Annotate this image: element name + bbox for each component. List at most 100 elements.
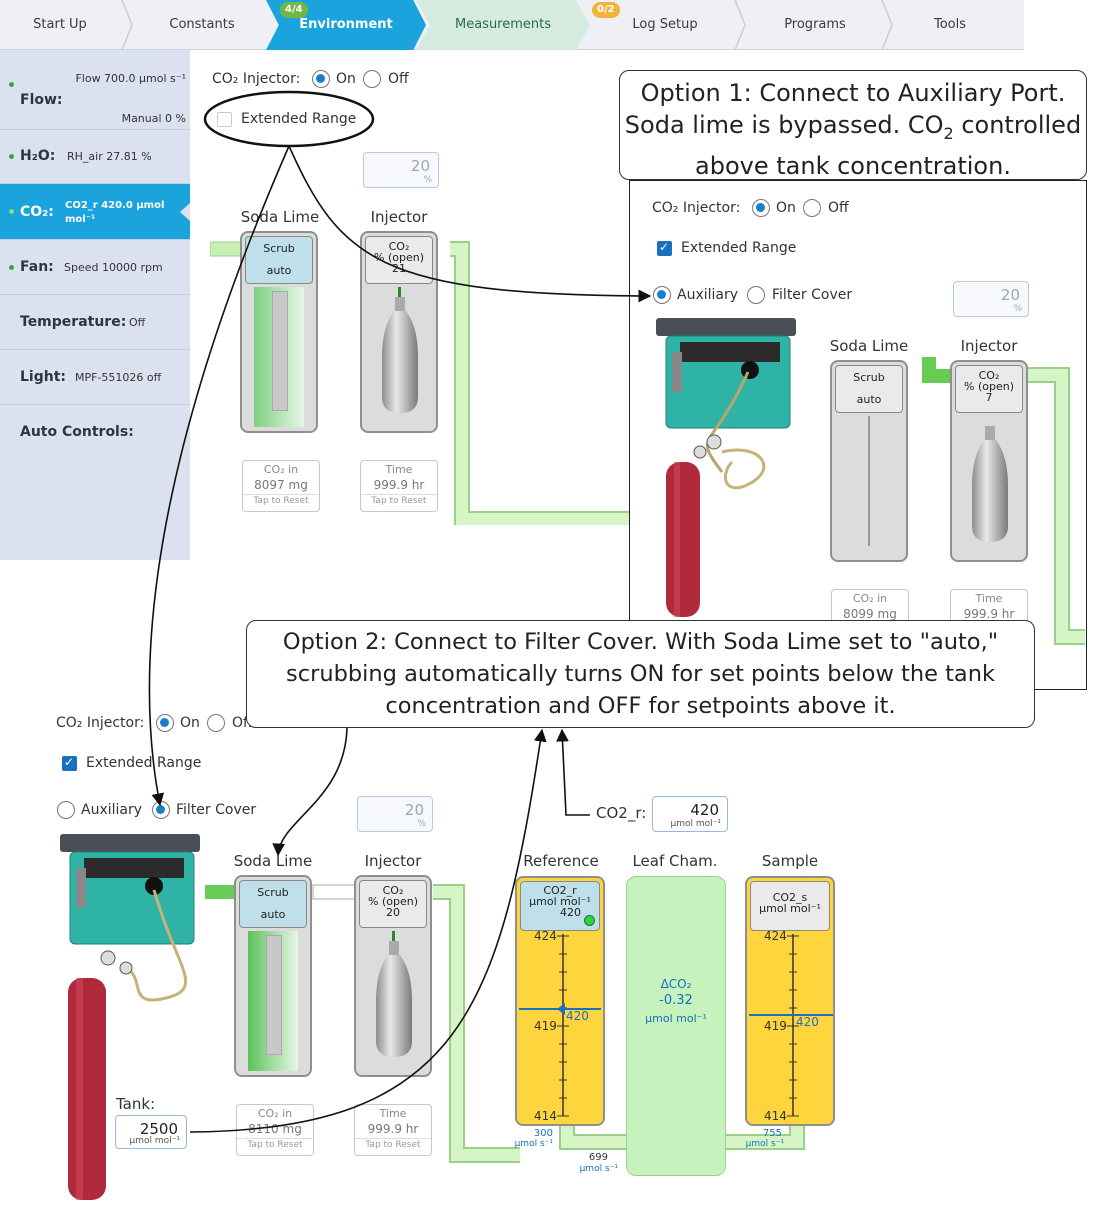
percent-input[interactable]: 20 %	[357, 796, 433, 832]
callout-line: Option 1: Connect to Auxiliary Port.	[640, 79, 1066, 107]
scrub-mode: auto	[266, 264, 292, 277]
scrub-cap[interactable]: Scrub auto	[239, 880, 307, 928]
sample-current-marker: 420	[796, 1015, 819, 1029]
tank-label: Tank:	[116, 1095, 156, 1113]
injector-canister[interactable]: CO₂ % (open) 20	[354, 875, 432, 1077]
time-counter[interactable]: Time 999.9 hr Tap to Reset	[360, 460, 438, 512]
percent-unit: %	[1013, 304, 1022, 314]
injector-off-radio[interactable]	[207, 714, 225, 732]
sidebar-item-co2[interactable]: CO₂: CO2_r 420.0 µmol mol⁻¹	[0, 184, 190, 240]
callout-line: Soda lime is bypassed. CO2 controlled	[620, 109, 1086, 150]
injector-cap-value: 7	[985, 391, 993, 404]
sample-tick-424: 424	[764, 929, 787, 943]
counter-title: CO₂ in	[263, 463, 299, 476]
scrub-mode: auto	[856, 393, 882, 406]
co2-in-counter[interactable]: CO₂ in 8099 mg	[831, 589, 909, 625]
sidebar-item-h2o[interactable]: H₂O: RH_air 27.81 %	[0, 130, 190, 184]
percent-value: 20	[404, 801, 424, 819]
injector-off-radio[interactable]	[803, 199, 821, 217]
reference-gauge[interactable]: CO2_r µmol mol⁻¹ 420	[515, 876, 605, 1126]
percent-unit: %	[423, 175, 432, 185]
injector-canister[interactable]: CO₂ % (open) 21	[360, 231, 438, 433]
time-counter[interactable]: Time 999.9 hr	[950, 589, 1028, 625]
sidebar-item-auto-controls[interactable]: Auto Controls:	[0, 405, 190, 460]
tap-to-reset: Tap to Reset	[361, 494, 437, 506]
flow-unit: µmol s⁻¹	[579, 1164, 618, 1174]
nav-separator	[734, 0, 746, 50]
extended-range-checkbox[interactable]	[62, 755, 77, 771]
callout-text: Soda lime is bypassed. CO	[624, 111, 944, 139]
tab-log-setup[interactable]: Log Setup	[632, 17, 698, 32]
sample-cap-title: CO2_s	[772, 891, 808, 904]
leaf-chamber[interactable]: ΔCO₂ -0.32 µmol mol⁻¹	[626, 876, 726, 1176]
co2r-setpoint-input[interactable]: 420 µmol mol⁻¹	[652, 796, 728, 832]
co2-value: CO2_r 420.0 µmol mol⁻¹	[65, 200, 165, 225]
sample-gauge[interactable]: CO2_s µmol mol⁻¹	[745, 876, 835, 1126]
injector-on-radio[interactable]	[752, 199, 770, 217]
tab-start-up[interactable]: Start Up	[33, 17, 87, 32]
scrub-cap[interactable]: Scrub auto	[245, 236, 313, 284]
scrub-cap[interactable]: Scrub auto	[835, 365, 903, 413]
ref-tick-414: 414	[534, 1109, 557, 1123]
counter-value: 8099 mg	[843, 607, 897, 621]
injector-cap-title: CO₂	[978, 369, 1000, 382]
percent-unit: %	[417, 819, 426, 829]
auxiliary-radio[interactable]	[57, 801, 75, 819]
instrument-with-tank-icon	[60, 834, 200, 1200]
injector-canister[interactable]: CO₂ % (open) 7	[950, 360, 1028, 562]
scrub-label: Scrub	[263, 242, 295, 255]
callout-line: scrubbing automatically turns ON for set…	[286, 661, 995, 687]
instrument-with-tank-icon	[656, 318, 796, 617]
time-counter[interactable]: Time 999.9 hr Tap to Reset	[354, 1104, 432, 1156]
tap-to-reset: Tap to Reset	[237, 1138, 313, 1150]
injector-cap-unit: % (open)	[368, 895, 418, 908]
delta-co2-label: ΔCO₂	[660, 977, 692, 991]
injector-cap[interactable]: CO₂ % (open) 7	[955, 365, 1023, 413]
callout-subscript: 2	[943, 123, 954, 143]
injector-cap[interactable]: CO₂ % (open) 20	[359, 880, 427, 928]
percent-input[interactable]: 20 %	[363, 152, 439, 188]
auxiliary-radio[interactable]	[653, 286, 671, 304]
tab-programs[interactable]: Programs	[784, 17, 846, 32]
soda-lime-canister[interactable]: Scrub auto	[240, 231, 318, 433]
injector-header: Injector	[364, 852, 422, 870]
sidebar-item-flow[interactable]: Flow: Flow 700.0 µmol s⁻¹ Manual 0 %	[0, 50, 190, 130]
injector-label: CO₂ Injector:	[652, 200, 741, 216]
callout-line: concentration and OFF for setpoints abov…	[385, 693, 896, 719]
sidebar-item-fan[interactable]: Fan: Speed 10000 rpm	[0, 240, 190, 295]
extended-range-checkbox[interactable]	[657, 240, 672, 256]
injector-on-radio[interactable]	[312, 70, 330, 88]
sidebar-item-light[interactable]: Light: MPF-551026 off	[0, 350, 190, 405]
sample-cap[interactable]: CO2_s µmol mol⁻¹	[750, 881, 830, 931]
injector-label: CO₂ Injector:	[212, 71, 301, 87]
injector-cap-unit: % (open)	[964, 380, 1014, 393]
status-dot	[9, 209, 14, 214]
injector-on-radio[interactable]	[156, 714, 174, 732]
soda-lime-canister[interactable]: Scrub auto	[830, 360, 908, 562]
tank-concentration-input[interactable]: 2500 µmol mol⁻¹	[115, 1115, 187, 1149]
co2-cartridge-icon	[376, 941, 412, 1057]
extended-range-checkbox[interactable]	[217, 112, 232, 127]
co2-in-counter[interactable]: CO₂ in 8110 mg Tap to Reset	[236, 1104, 314, 1156]
percent-input[interactable]: 20 %	[953, 281, 1029, 317]
sidebar-item-label: Temperature:	[20, 314, 127, 330]
tab-measurements[interactable]: Measurements	[416, 0, 590, 50]
reference-cap[interactable]: CO2_r µmol mol⁻¹ 420	[520, 881, 600, 931]
filter-cover-radio[interactable]	[747, 286, 765, 304]
soda-lime-header: Soda Lime	[829, 337, 909, 355]
tank-value: 2500	[139, 1120, 178, 1138]
counter-value: 8097 mg	[254, 478, 308, 492]
soda-lime-canister[interactable]: Scrub auto	[234, 875, 312, 1077]
reference-cap-unit: µmol mol⁻¹	[529, 895, 591, 908]
injector-off-radio[interactable]	[363, 70, 381, 88]
valve-stem	[392, 931, 395, 943]
tab-tools[interactable]: Tools	[933, 17, 967, 32]
radio-label: On	[336, 71, 356, 87]
radio-label: Auxiliary	[81, 802, 143, 818]
flow-mode: Manual 0 %	[121, 112, 186, 125]
option1-callout: Option 1: Connect to Auxiliary Port. Sod…	[619, 70, 1087, 180]
co2-in-counter[interactable]: CO₂ in 8097 mg Tap to Reset	[242, 460, 320, 512]
tab-constants[interactable]: Constants	[169, 17, 235, 32]
ref-tick-419: 419	[534, 1019, 557, 1033]
sidebar-item-temperature[interactable]: Temperature: Off	[0, 295, 190, 350]
